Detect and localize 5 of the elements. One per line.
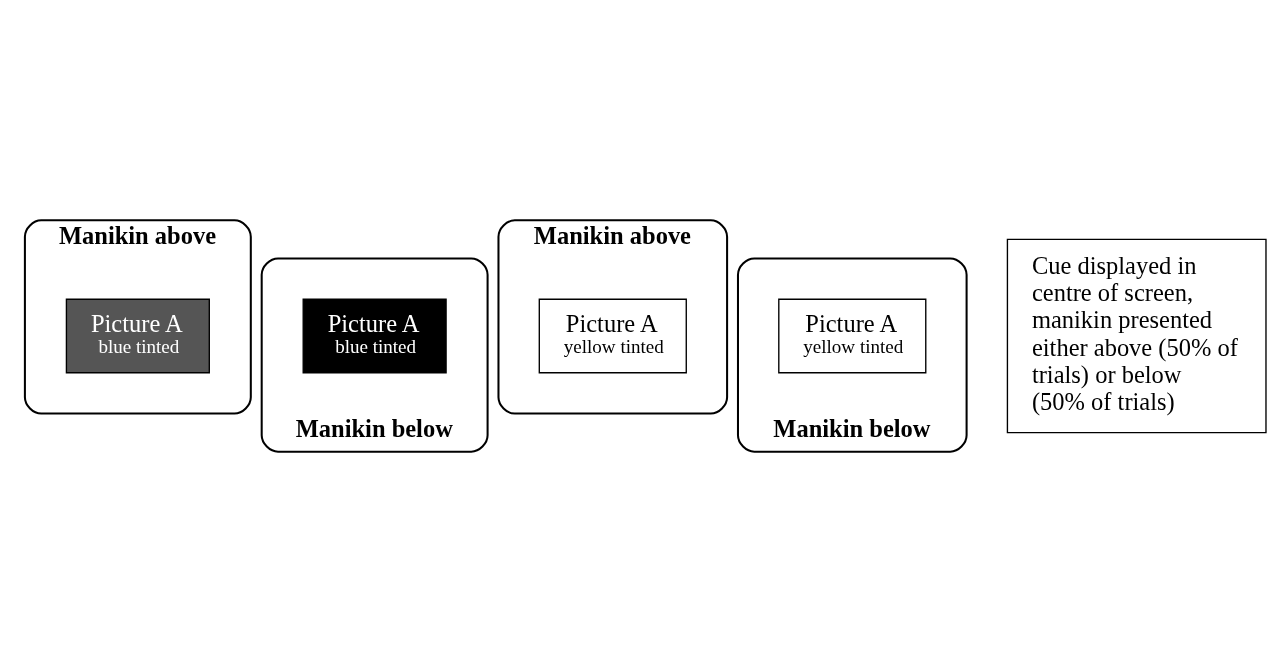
node-box: Picture A blue tinted (302, 298, 447, 374)
node-box: Picture A yellow tinted (538, 298, 687, 374)
node-box: Cue displayed in centre of screen, manikin presented either above (50% of trials) or below (50% of trials) (1006, 238, 1267, 434)
node-box: Picture A yellow tinted (778, 298, 927, 374)
node-box: Picture A blue tinted (65, 298, 210, 374)
